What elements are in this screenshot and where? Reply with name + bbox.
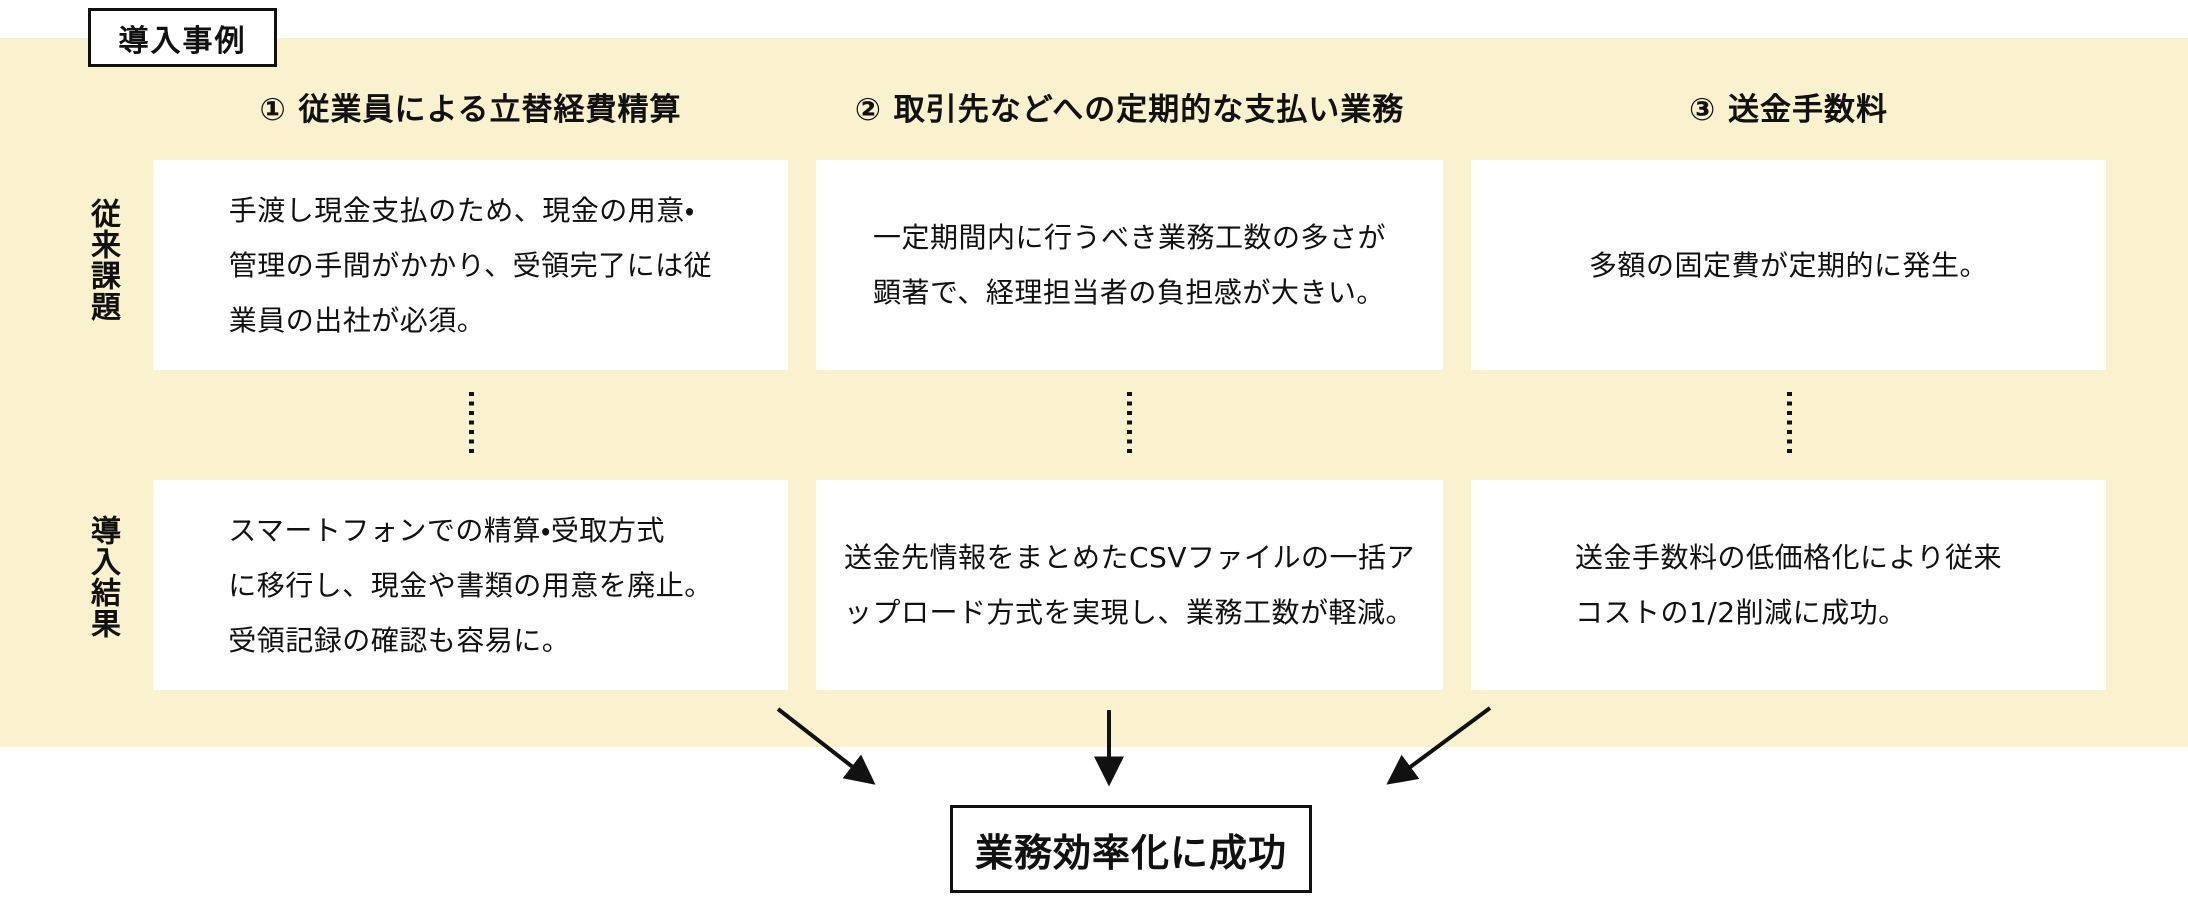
dotted-connector-1 — [469, 392, 474, 455]
diagram-title-box: 導入事例 — [88, 8, 277, 67]
diagram-title: 導入事例 — [118, 23, 247, 59]
column-header-1: ① 従業員による立替経費精算 — [259, 92, 682, 128]
column-header-3: ③ 送金手数料 — [1688, 92, 1889, 128]
row-label-introduction-results: 導入結果 — [85, 515, 120, 639]
result-text-3: 送金手数料の低価格化により従来 コストの1/2削減に成功。 — [1575, 541, 2002, 629]
issue-text-2: 一定期間内に行うべき業務工数の多さが 顕著で、経理担当者の負担感が大きい。 — [872, 221, 1386, 309]
result-text-1: スマートフォンでの精算・受取方式 に移行し、現金や書類の用意を廃止。 受領記録の… — [228, 513, 713, 657]
conclusion-box: 業務効率化に成功 — [950, 805, 1312, 893]
dotted-connector-2 — [1127, 392, 1132, 455]
issue-text-1: 手渡し現金支払のため、現金の用意・ 管理の手間がかかり、受領完了には従 業員の出… — [228, 193, 713, 337]
conclusion-label: 業務効率化に成功 — [974, 830, 1287, 875]
result-card-1: スマートフォンでの精算・受取方式 に移行し、現金や書類の用意を廃止。 受領記録の… — [153, 480, 788, 690]
issue-card-1: 手渡し現金支払のため、現金の用意・ 管理の手間がかかり、受領完了には従 業員の出… — [153, 160, 788, 370]
dotted-connector-3 — [1787, 392, 1792, 455]
issue-text-3: 多額の固定費が定期的に発生。 — [1588, 248, 1988, 282]
issue-card-2: 一定期間内に行うべき業務工数の多さが 顕著で、経理担当者の負担感が大きい。 — [816, 160, 1443, 370]
result-text-2: 送金先情報をまとめたCSVファイルの一括ア ップロード方式を実現し、業務工数が軽… — [844, 541, 1415, 629]
issue-card-3: 多額の固定費が定期的に発生。 — [1471, 160, 2106, 370]
row-label-conventional-issues: 従来課題 — [85, 198, 120, 322]
result-card-3: 送金手数料の低価格化により従来 コストの1/2削減に成功。 — [1471, 480, 2106, 690]
column-header-2: ② 取引先などへの定期的な支払い業務 — [854, 92, 1405, 128]
result-card-2: 送金先情報をまとめたCSVファイルの一括ア ップロード方式を実現し、業務工数が軽… — [816, 480, 1443, 690]
